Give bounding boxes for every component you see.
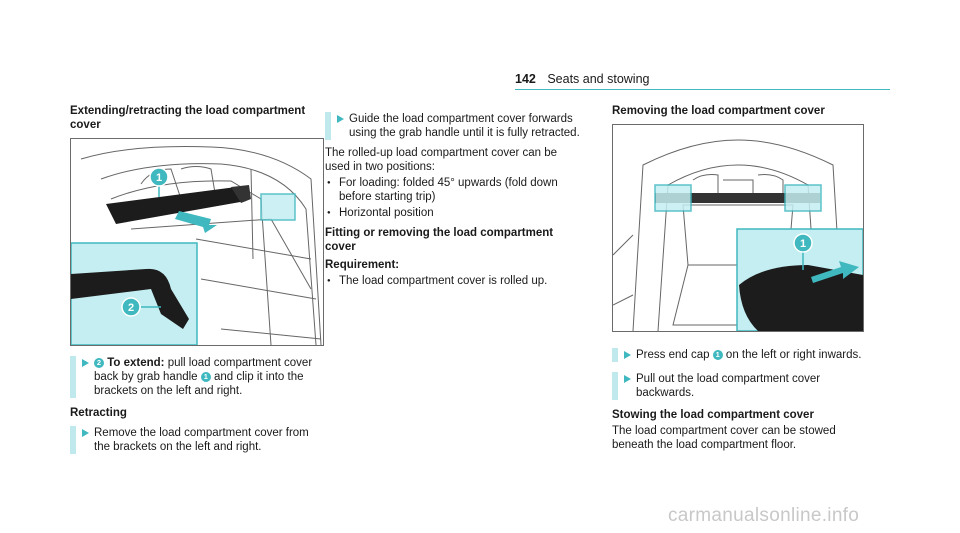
callout-1: 1 — [793, 233, 813, 253]
list-item: For loading: folded 45° upwards (fold do… — [325, 176, 585, 204]
heading-extend-retract: Extending/retracting the load compartmen… — [70, 105, 306, 131]
step-press-end-cap: Press end cap 1 on the left or right inw… — [612, 348, 867, 362]
section-title: Seats and stowing — [547, 72, 650, 86]
svg-text:2: 2 — [128, 302, 134, 314]
heading-fitting-removing: Fitting or removing the load compartment… — [325, 227, 554, 253]
callout-2: 2 — [121, 297, 141, 317]
step-retract: Remove the load compartment cover from t… — [70, 426, 325, 454]
callout-badge-2: 2 — [94, 358, 104, 368]
arrow-icon — [624, 351, 631, 359]
list-item: The load compartment cover is rolled up. — [325, 274, 585, 288]
callout-badge-1: 1 — [200, 372, 211, 382]
requirement-list: The load compartment cover is rolled up. — [325, 274, 585, 288]
step-pull-out: Pull out the load compartment cover back… — [612, 372, 867, 400]
positions-list: For loading: folded 45° upwards (fold do… — [325, 176, 585, 220]
header-rule — [515, 89, 890, 90]
figure-remove-illustration: 1 — [613, 139, 863, 331]
heading-retracting: Retracting — [70, 407, 127, 419]
positions-paragraph: The rolled-up load compartment cover can… — [325, 147, 558, 173]
callout-badge-1: 1 — [712, 350, 723, 360]
page-number: 142 — [515, 72, 536, 86]
heading-stowing: Stowing the load compartment cover — [612, 409, 814, 421]
step-guide: Guide the load compartment cover forward… — [325, 112, 585, 140]
figure-remove-cover: 1 — [612, 124, 864, 332]
figure-extend-cover: 1 2 — [70, 138, 324, 346]
arrow-icon — [82, 359, 89, 367]
figure-extend-illustration: 1 2 — [71, 146, 322, 345]
requirement-label: Requirement: — [325, 259, 400, 271]
column-3: Removing the load compartment cover — [612, 104, 867, 454]
step-extend: 2 To extend: pull load compartment cover… — [70, 356, 325, 398]
list-item: Horizontal position — [325, 206, 585, 220]
watermark: carmanualsonline.info — [668, 505, 860, 526]
callout-1: 1 — [149, 167, 169, 187]
column-2: Guide the load compartment cover forward… — [325, 112, 585, 290]
arrow-icon — [82, 429, 89, 437]
arrow-icon — [624, 375, 631, 383]
step-label: To extend: — [107, 357, 165, 369]
stowing-paragraph: The load compartment cover can be stowed… — [612, 425, 836, 451]
page-header: 142 Seats and stowing — [515, 72, 650, 86]
column-1: Extending/retracting the load compartmen… — [70, 104, 325, 460]
arrow-icon — [337, 115, 344, 123]
svg-text:1: 1 — [156, 172, 162, 184]
svg-text:1: 1 — [800, 238, 806, 250]
heading-removing: Removing the load compartment cover — [612, 105, 825, 117]
